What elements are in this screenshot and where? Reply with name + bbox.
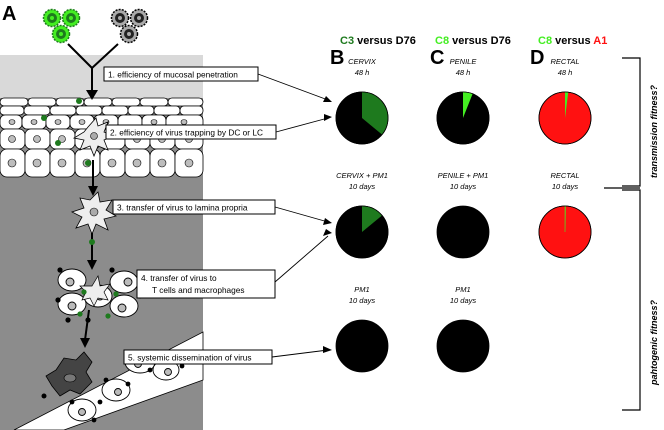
pie-d2-title: RECTAL (550, 171, 579, 180)
migration-arrows (84, 160, 94, 341)
panel-b-header: B C3 versus D76 (330, 35, 416, 69)
pie-b2-subtitle: 10 days (349, 182, 376, 191)
step-3-label: 3. transfer of virus to lamina propria (117, 203, 248, 213)
step-4: 4. transfer of virus to T cells and macr… (136, 269, 276, 299)
arrow-head-icon (80, 338, 90, 348)
pie-b2-title: CERVIX + PM1 (336, 171, 388, 180)
pie-penile_48h-minor-slice (463, 92, 473, 118)
step-4-label-line2: T cells and macrophages (152, 285, 245, 295)
dc-nucleus (90, 132, 98, 140)
panel-c-letter: C (430, 47, 444, 69)
arrow-head-icon (86, 90, 98, 100)
step-4-label-line1: 4. transfer of virus to (141, 273, 217, 283)
pie-b1-title: CERVIX (348, 57, 377, 66)
step-3: 3. transfer of virus to lamina propria (112, 199, 276, 215)
step-connectors (257, 73, 329, 358)
black-virion-icon (110, 8, 130, 28)
black-virion-icon (129, 8, 149, 28)
pie-c2-subtitle: 10 days (450, 182, 477, 191)
pathogenic-fitness-label: pahtogenic fitness? (649, 299, 659, 386)
step-2-label: 2. efficiency of virus trapping by DC or… (110, 128, 263, 138)
panel-a: A (0, 3, 332, 430)
panel-c-strain-a: C8 (435, 35, 449, 47)
dc-nucleus (89, 207, 99, 217)
epithelial-nuclei (7, 119, 194, 168)
connector-arrow-icons (323, 96, 332, 353)
panel-d-header: D C8 versus A1 (530, 35, 607, 69)
pie-cervix_48h-minor-slice (362, 92, 388, 135)
pie-pm1_b_10d-major-slice (335, 319, 389, 373)
panel-c-header: C C8 versus D76 (430, 35, 511, 69)
transmission-fitness-label: transmission fitness? (649, 84, 659, 178)
panel-b-strain-b: D76 (396, 35, 416, 47)
step-1-label: 1. efficiency of mucosal penetration (108, 70, 238, 80)
green-virion-icon (61, 8, 81, 28)
pie-c3-subtitle: 10 days (450, 296, 477, 305)
pie-b1-subtitle: 48 h (355, 68, 370, 77)
pie-c1-title: PENILE (450, 57, 478, 66)
pie-pm1_c_10d-major-slice (436, 319, 490, 373)
panel-d-versus: versus (552, 35, 593, 47)
panel-c-title: C8 versus D76 (435, 35, 511, 47)
pie-cervix_pm1_10d-minor-slice (362, 206, 383, 232)
panel-c-strain-b: D76 (491, 35, 511, 47)
step-2: 2. efficiency of virus trapping by DC or… (105, 124, 277, 140)
inoculation-arrow (67, 43, 119, 92)
panel-d-strain-a: C8 (538, 35, 552, 47)
panel-b-letter: B (330, 47, 344, 69)
green-virion-icon (51, 24, 71, 44)
arrow-head-icon (88, 186, 98, 196)
panel-a-letter: A (2, 3, 16, 25)
panel-b-title: C3 versus D76 (340, 35, 416, 47)
pie-c2-title: PENILE + PM1 (438, 171, 489, 180)
arrow-head-icon (87, 260, 97, 270)
virion-dot (89, 239, 95, 245)
panel-b-versus: versus (354, 35, 396, 47)
pie-d1-title: RECTAL (550, 57, 579, 66)
pie-cervix_pm1_10d-outline (335, 205, 389, 259)
pie-b3-title: PM1 (354, 285, 369, 294)
pie-c3-title: PM1 (455, 285, 470, 294)
pie-c1-subtitle: 48 h (456, 68, 471, 77)
pie-charts (335, 91, 592, 373)
pie-d1-subtitle: 48 h (558, 68, 573, 77)
green-virion-icon (42, 8, 62, 28)
panel-c-versus: versus (449, 35, 491, 47)
pie-rectal_48h-outline (538, 91, 592, 145)
pie-penile_48h-outline (436, 91, 490, 145)
panel-d-strain-b: A1 (593, 35, 607, 47)
pie-titles: CERVIX 48 h CERVIX + PM1 10 days PM1 10 … (336, 57, 579, 305)
step-4-box (136, 269, 276, 299)
pie-d2-subtitle: 10 days (552, 182, 579, 191)
step-5-label: 5. systemic dissemination of virus (128, 353, 252, 363)
fitness-brackets (604, 57, 641, 411)
pie-b3-subtitle: 10 days (349, 296, 376, 305)
pie-cervix_48h-outline (335, 91, 389, 145)
virion-dot (41, 393, 47, 399)
black-virion-icon (119, 24, 139, 44)
virion-icons (42, 8, 149, 44)
pie-rectal_10d-outline (538, 205, 592, 259)
panel-b-strain-a: C3 (340, 35, 354, 47)
pie-rectal_48h-minor-slice (565, 92, 569, 118)
pathogenic-bracket (622, 189, 641, 411)
transmission-bracket (622, 57, 641, 187)
panel-d-title: C8 versus A1 (538, 35, 607, 47)
macrophage-nucleus (63, 373, 77, 383)
panel-d-letter: D (530, 47, 544, 69)
pie-penile_pm1_10d-major-slice (436, 205, 490, 259)
step-5: 5. systemic dissemination of virus (123, 349, 273, 365)
step-1: 1. efficiency of mucosal penetration (103, 66, 259, 82)
